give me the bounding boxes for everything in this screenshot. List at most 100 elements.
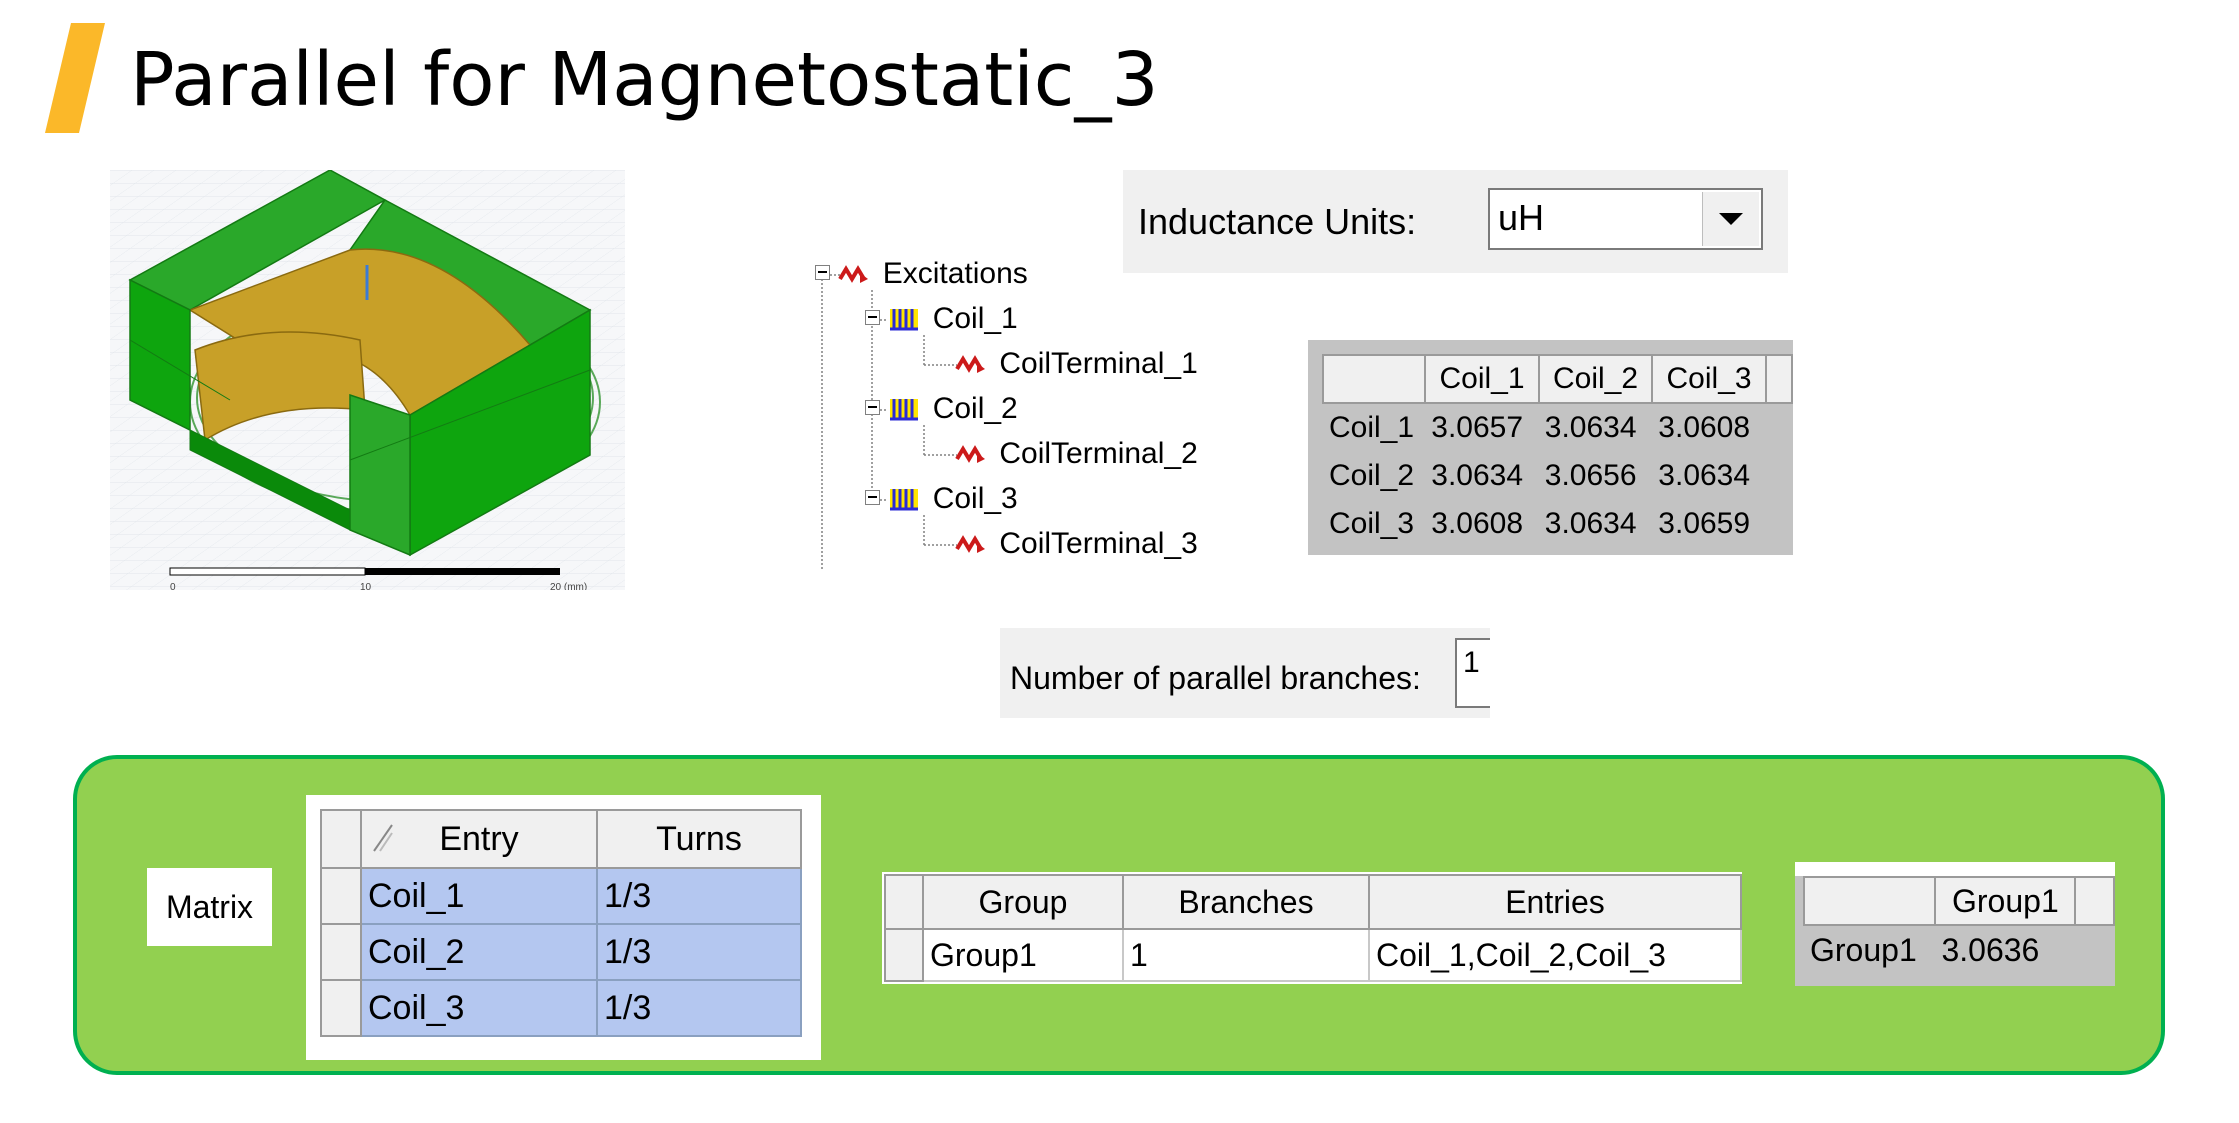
column-header-entry[interactable]: Entry [360,809,598,869]
parallel-branches-value: 1 [1463,646,1480,679]
matrix-cell: 3.0659 [1652,500,1766,548]
matrix-cell: 3.0657 [1425,403,1539,452]
column-header-turns[interactable]: Turns [596,809,802,869]
matrix-column-header[interactable]: Coil_2 [1537,354,1654,404]
table-row[interactable]: Coil_3 1/3 [320,979,802,1037]
turns-cell[interactable]: 1/3 [596,867,802,925]
coil-icon [888,303,920,331]
slide-title: Parallel for Magnetostatic_3 [130,37,1159,123]
coil-front [194,331,366,442]
inductance-matrix: Coil_1 Coil_2 Coil_3 Coil_1 3.0657 3.063… [1308,340,1793,555]
sort-icon [372,823,398,862]
tree-node-coil[interactable]: Coil_1 [865,300,1018,338]
row-header-corner [884,874,924,930]
scale-label: 0 [170,582,176,590]
column-header-branches[interactable]: Branches [1122,874,1370,930]
tree-lines [821,274,957,570]
row-header-corner [320,809,362,869]
parallel-branches-label: Number of parallel branches: [1010,660,1421,696]
matrix-label: Matrix [147,868,272,946]
collapse-icon[interactable] [865,400,880,415]
entry-cell[interactable]: Coil_3 [360,979,598,1037]
tree-node-coil-terminal[interactable]: CoilTerminal_2 [955,435,1198,473]
tree-node-coil[interactable]: Coil_2 [865,390,1018,428]
collapse-icon[interactable] [865,310,880,325]
title-accent-bar [45,23,105,133]
matrix-column-header[interactable]: Coil_3 [1651,354,1767,404]
row-header[interactable] [320,867,362,925]
turns-cell[interactable]: 1/3 [596,979,802,1037]
row-header[interactable] [884,928,924,982]
tree-label-coil: Coil_2 [932,392,1018,425]
matrix-column-header [1764,354,1793,404]
terminal-icon [955,347,987,373]
group-cell[interactable]: Group1 [922,928,1124,982]
tree-node-excitations[interactable]: Excitations [815,255,1028,293]
core-side [189,429,351,531]
excitation-icon [838,257,870,283]
matrix-cell: 3.0608 [1425,500,1539,548]
inductance-units-value: uH [1498,197,1545,238]
core-top [349,393,411,557]
matrix-row: Coil_1 3.0657 3.0634 3.0608 [1323,403,1792,452]
tree-label-terminal: CoilTerminal_1 [999,347,1198,380]
inductance-units-field: Inductance Units: uH [1123,170,1788,273]
terminal-icon [955,437,987,463]
scale-label: 10 [360,582,372,590]
inductor-3d-model: 0 10 20 (mm) [110,170,625,590]
collapse-icon[interactable] [815,265,830,280]
matrix-cell: 3.0608 [1652,403,1766,452]
matrix-column-header[interactable]: Coil_1 [1424,354,1540,404]
entries-cell[interactable]: Coil_1,Coil_2,Coil_3 [1368,928,1742,982]
turns-cell[interactable]: 1/3 [596,923,802,981]
table-row[interactable]: Coil_2 1/3 [320,923,802,981]
group-inductance-result: Group1 Group1 3.0636 [1795,862,2115,986]
collapse-icon[interactable] [865,490,880,505]
tree-label-terminal: CoilTerminal_2 [999,437,1198,470]
result-corner-header [1802,876,1937,926]
matrix-cell: 3.0634 [1425,452,1539,500]
matrix-row-header: Coil_3 [1323,500,1426,548]
inductance-units-select[interactable]: uH [1488,188,1763,250]
tree-label-coil: Coil_1 [932,302,1018,335]
entry-cell[interactable]: Coil_2 [360,923,598,981]
inductance-units-label: Inductance Units: [1138,201,1417,242]
entry-turns-table: Entry Turns Coil_1 1/3 Coil_2 1/3 Coil_3… [306,795,821,1060]
matrix-row: Coil_3 3.0608 3.0634 3.0659 [1323,500,1792,548]
result-cell: 3.0636 [1935,925,2076,974]
tree-node-coil[interactable]: Coil_3 [865,480,1018,518]
coil-icon [888,393,920,421]
matrix-cell: 3.0634 [1538,403,1653,452]
tree-node-coil-terminal[interactable]: CoilTerminal_3 [955,525,1198,563]
matrix-row-header: Coil_1 [1323,403,1426,452]
table-row[interactable]: Group1 1 Coil_1,Coil_2,Coil_3 [884,928,1742,982]
matrix-corner-header [1321,354,1427,404]
tree-label-terminal: CoilTerminal_3 [999,527,1198,560]
result-column-header[interactable]: Group1 [1934,876,2077,926]
table-row[interactable]: Coil_1 1/3 [320,867,802,925]
matrix-row: Coil_2 3.0634 3.0656 3.0634 [1323,452,1792,500]
parallel-branches-field: Number of parallel branches: 1 [1000,628,1490,718]
scale-label: 20 (mm) [550,582,587,590]
excitations-tree: Excitations Coil_1 CoilTerminal_1 Coil_2… [800,250,1220,570]
column-header-group[interactable]: Group [922,874,1124,930]
column-header-entries[interactable]: Entries [1368,874,1742,930]
matrix-row-header: Coil_2 [1323,452,1426,500]
row-header[interactable] [320,979,362,1037]
matrix-cell: 3.0656 [1538,452,1653,500]
row-header[interactable] [320,923,362,981]
terminal-icon [955,527,987,553]
coil-icon [888,483,920,511]
branches-cell[interactable]: 1 [1122,928,1370,982]
matrix-cell: 3.0634 [1652,452,1766,500]
tree-label-coil: Coil_3 [932,482,1018,515]
chevron-down-icon[interactable] [1702,192,1759,246]
entry-cell[interactable]: Coil_1 [360,867,598,925]
group-table: Group Branches Entries Group1 1 Coil_1,C… [882,872,1742,984]
parallel-branches-input[interactable]: 1 [1455,638,1490,708]
column-header-label: Entry [439,819,519,858]
result-row: Group1 3.0636 [1804,925,2114,974]
result-row-header: Group1 [1804,925,1936,974]
tree-node-coil-terminal[interactable]: CoilTerminal_1 [955,345,1198,383]
matrix-cell: 3.0634 [1538,500,1653,548]
